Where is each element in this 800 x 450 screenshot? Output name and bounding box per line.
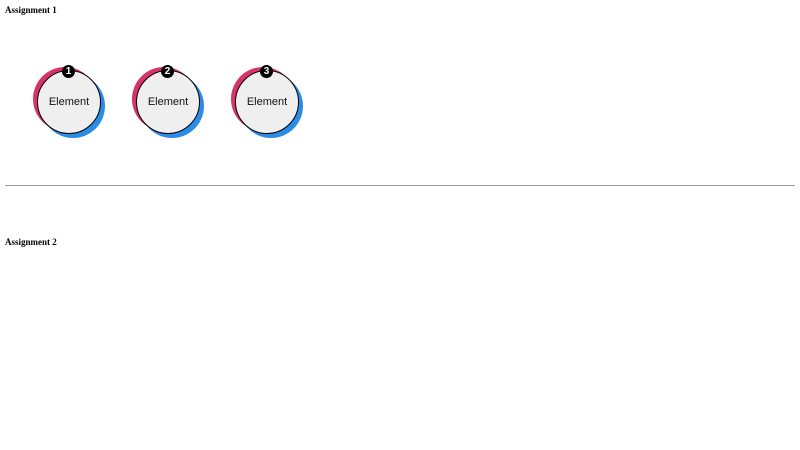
element-circle-3: Element 3 [231, 65, 303, 138]
element-circle-2: Element 2 [132, 65, 204, 138]
element-circle-1: Element 1 [33, 65, 105, 138]
assignment-2-heading: Assignment 2 [5, 237, 57, 247]
element-face: Element [235, 70, 299, 134]
assignment-1-heading: Assignment 1 [5, 5, 57, 15]
element-label: Element [147, 96, 189, 108]
number-badge: 2 [161, 65, 174, 78]
number-badge: 1 [62, 65, 75, 78]
number-badge: 3 [260, 65, 273, 78]
element-label: Element [246, 96, 288, 108]
element-label: Element [48, 96, 90, 108]
element-face: Element [37, 70, 101, 134]
section-divider [5, 185, 795, 186]
element-face: Element [136, 70, 200, 134]
